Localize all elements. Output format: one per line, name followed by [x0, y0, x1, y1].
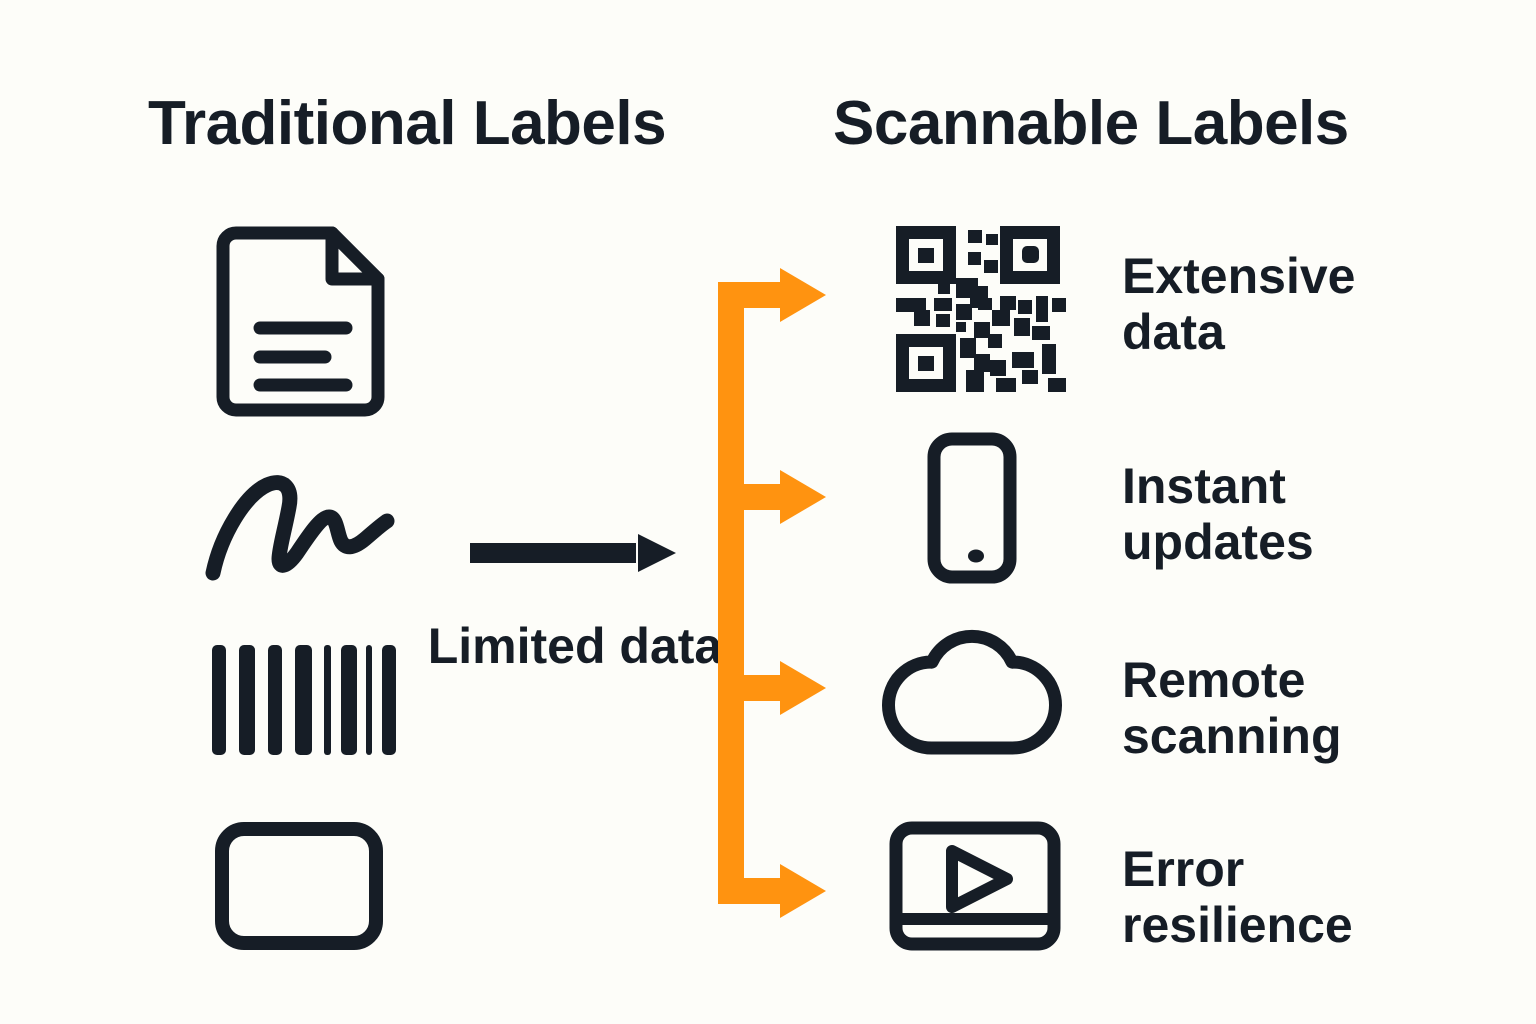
traditional-labels-heading: Traditional Labels	[148, 89, 667, 158]
barcode-icon	[212, 645, 396, 755]
limited-data-arrow	[470, 532, 680, 574]
feature-label-extensive-data: Extensive data	[1122, 248, 1356, 360]
feature-label-instant-updates: Instant updates	[1122, 458, 1314, 570]
feature-label-remote-scanning: Remote scanning	[1122, 652, 1342, 764]
orange-branch-arrows	[718, 268, 838, 918]
qr-code-icon	[896, 226, 1066, 392]
feature-label-error-resilience: Error resilience	[1122, 841, 1353, 953]
video-player-icon	[889, 821, 1061, 951]
scannable-labels-heading: Scannable Labels	[833, 89, 1349, 158]
document-icon	[215, 218, 385, 417]
cloud-icon	[882, 629, 1062, 755]
smartphone-icon	[927, 432, 1017, 584]
signature-icon	[205, 473, 395, 581]
blank-label-icon	[215, 822, 383, 950]
limited-data-caption: Limited data	[427, 618, 723, 674]
